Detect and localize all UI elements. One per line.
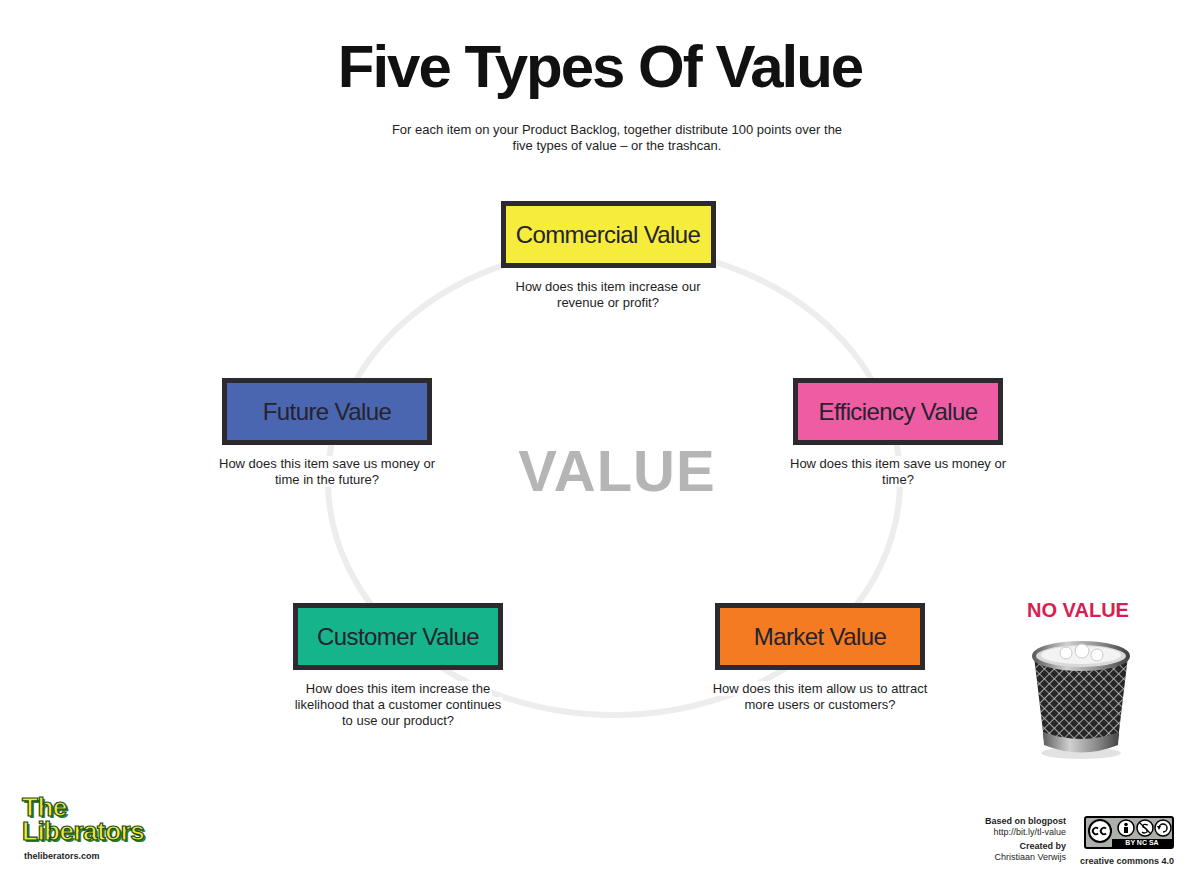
trash-can-icon	[1034, 643, 1128, 759]
credit-label: Created by	[880, 841, 1066, 851]
center-label: VALUE	[518, 437, 715, 504]
value-type: Market ValueHow does this item allow us …	[710, 603, 930, 713]
value-heading: Customer Value	[317, 623, 479, 651]
value-question: How does this item increase our revenue …	[514, 279, 703, 310]
question-block: How does this item allow us to attract m…	[710, 681, 930, 713]
brand-logo: The Liberators	[22, 795, 187, 843]
license-label: creative commons 4.0	[1067, 856, 1187, 866]
author-name: Christiaan Verwijs	[880, 852, 1066, 862]
value-type: Commercial ValueHow does this item incre…	[498, 201, 718, 311]
question-block: How does this item increase the likeliho…	[288, 681, 508, 729]
value-question: How does this item increase the likeliho…	[293, 681, 504, 728]
value-heading: Efficiency Value	[819, 398, 978, 426]
website-label: theliberators.com	[24, 851, 184, 861]
value-heading: Market Value	[754, 623, 886, 651]
question-block: How does this item increase our revenue …	[498, 279, 718, 311]
value-type: Future ValueHow does this item save us m…	[217, 378, 437, 488]
license-badge	[1085, 817, 1173, 848]
credit-link: http://bit.ly/tl-value	[880, 827, 1066, 837]
credit-label: Based on blogpost	[880, 816, 1066, 826]
value-type: Customer ValueHow does this item increas…	[288, 603, 508, 729]
value-box: Efficiency Value	[793, 378, 1003, 445]
license-terms: BY NC SA	[1112, 839, 1172, 847]
diagram-title: Five Types Of Value	[0, 34, 1200, 100]
instruction-text: For each item on your Product Backlog, t…	[390, 122, 844, 154]
no-value-label: NO VALUE	[1000, 599, 1156, 622]
value-type: Efficiency ValueHow does this item save …	[788, 378, 1008, 488]
question-block: How does this item save us money or time…	[217, 456, 437, 488]
question-block: How does this item save us money or time…	[788, 456, 1008, 488]
value-heading: Future Value	[263, 398, 391, 426]
value-heading: Commercial Value	[516, 221, 701, 249]
value-box: Customer Value	[293, 603, 503, 670]
value-box: Market Value	[715, 603, 925, 670]
value-question: How does this item allow us to attract m…	[711, 681, 930, 712]
value-question: How does this item save us money or time…	[788, 456, 1008, 487]
value-box: Future Value	[222, 378, 432, 445]
value-question: How does this item save us money or time…	[217, 456, 437, 487]
value-box: Commercial Value	[501, 201, 716, 268]
